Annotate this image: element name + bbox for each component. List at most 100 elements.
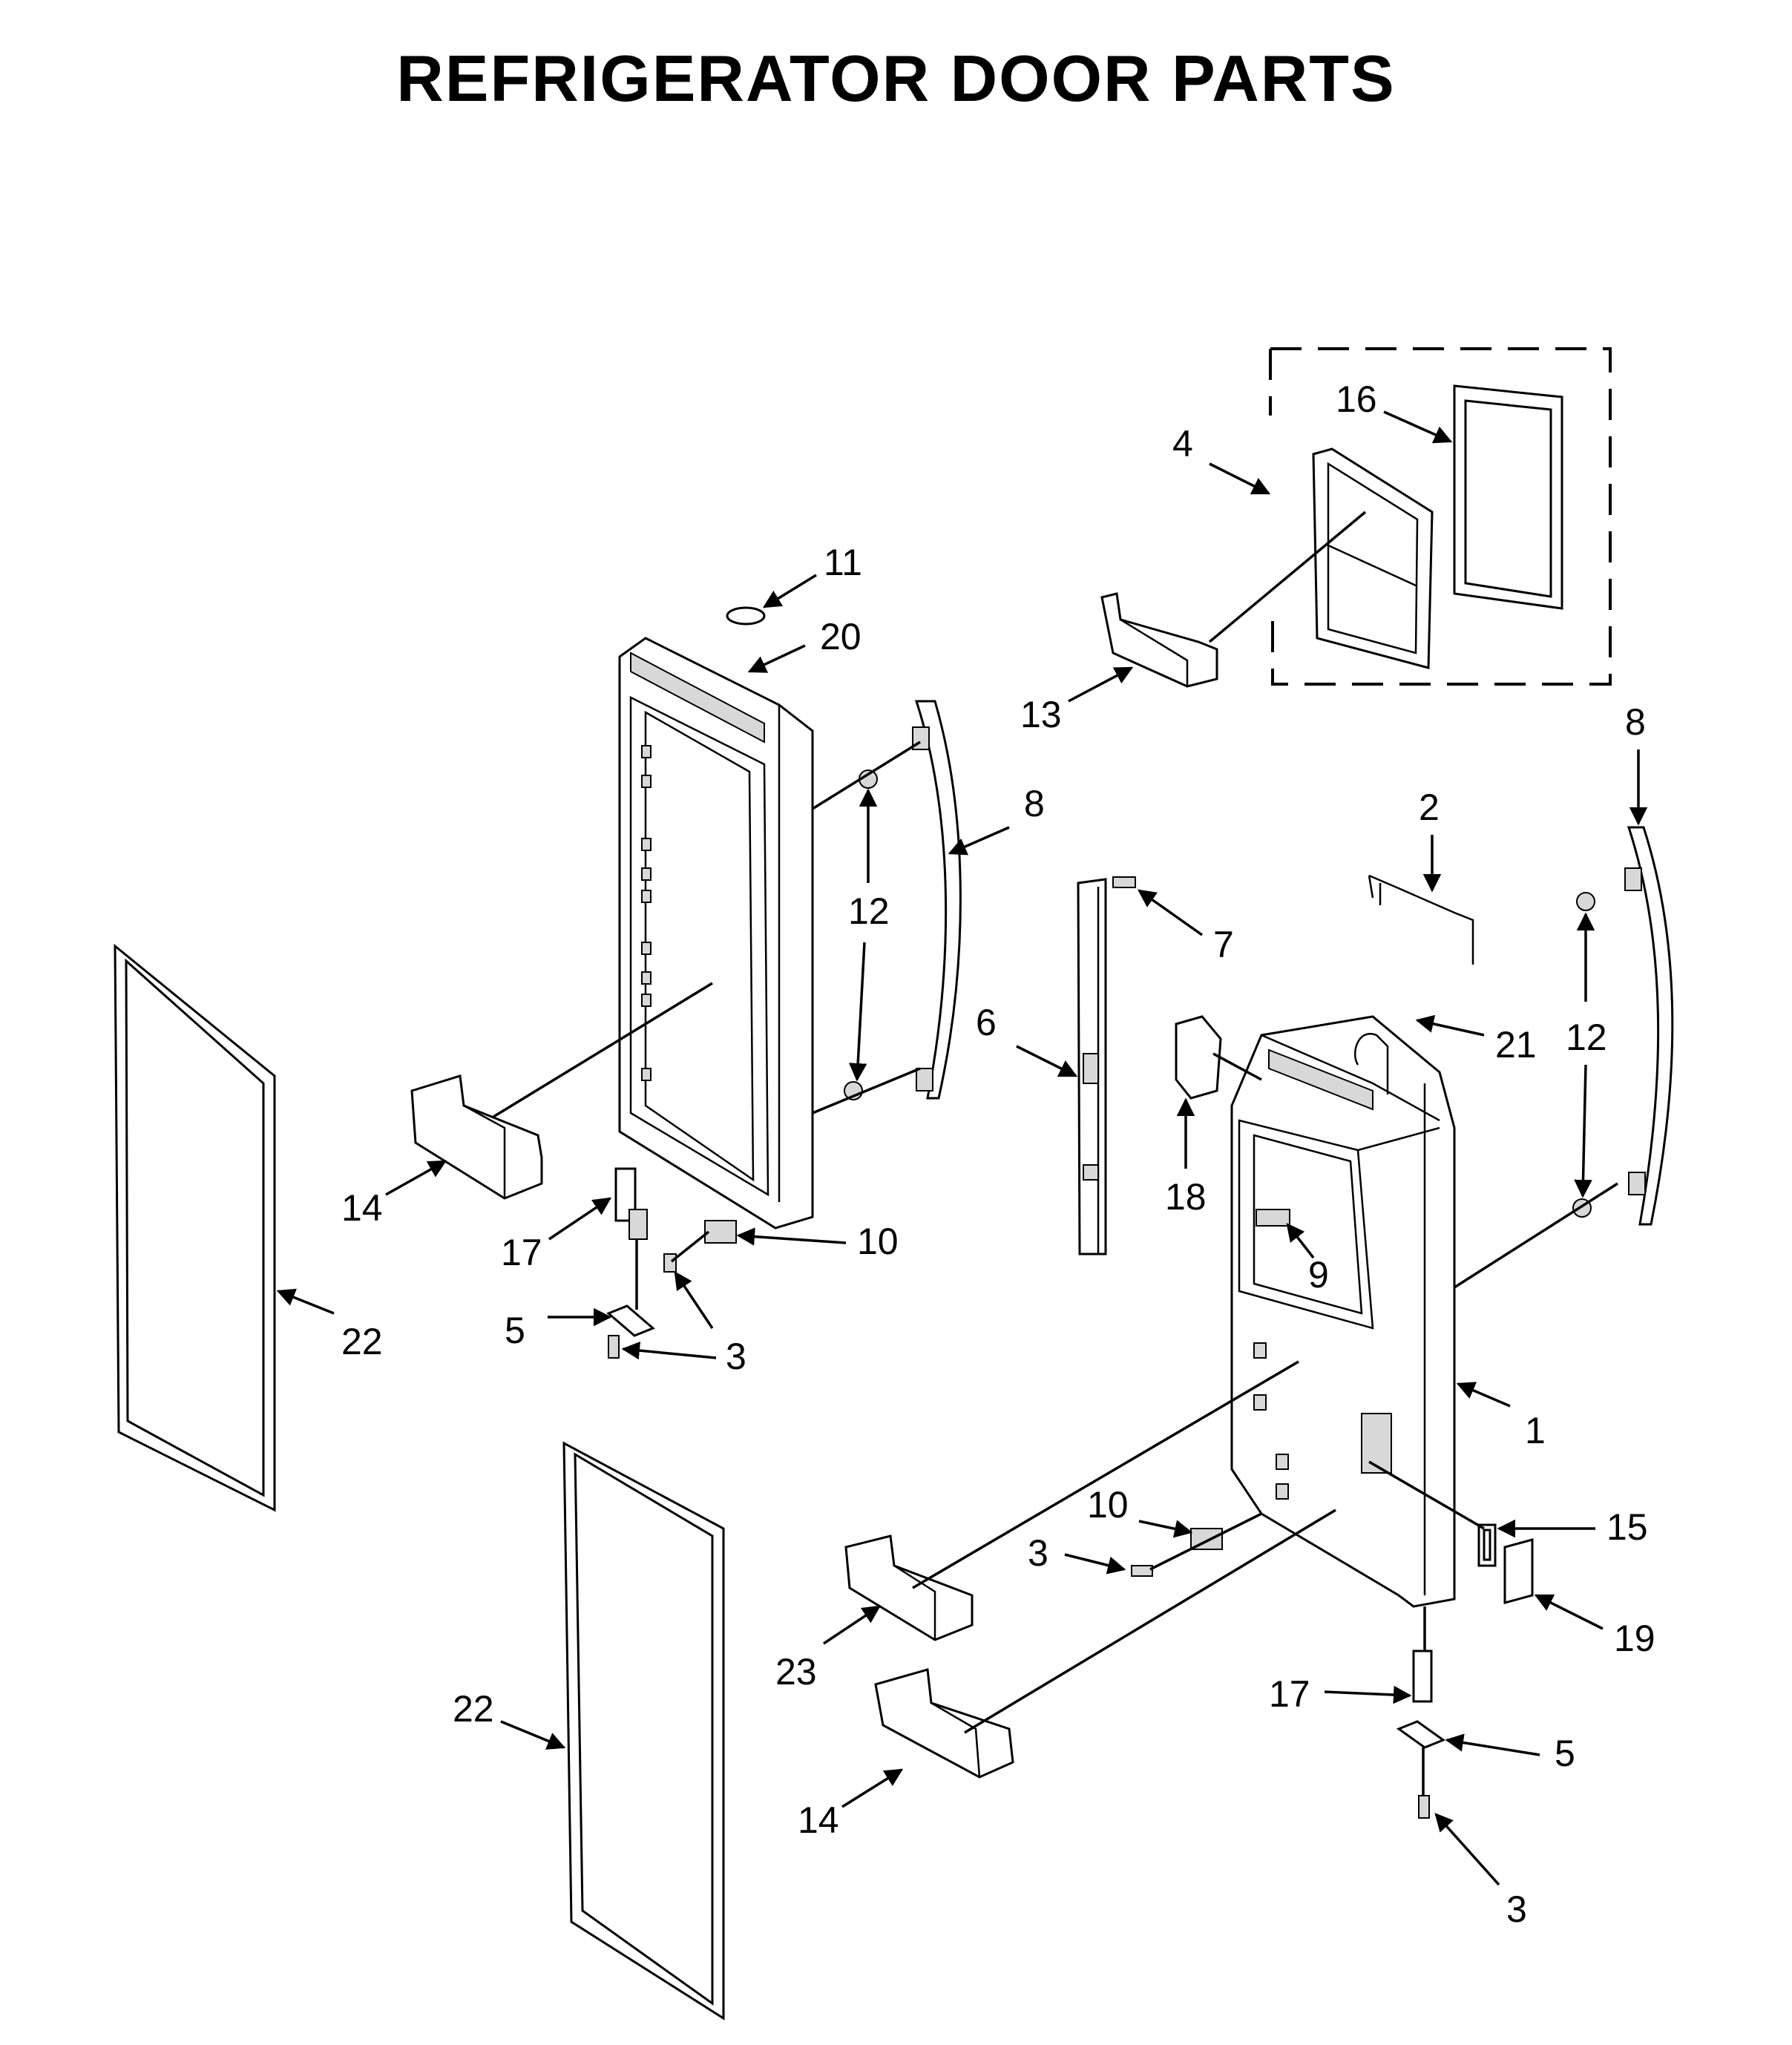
part-14-left-bin bbox=[410, 1074, 543, 1200]
leader-22b bbox=[500, 1720, 566, 1750]
callout-11: 11 bbox=[824, 542, 862, 583]
leader-1 bbox=[1456, 1382, 1511, 1408]
callout-3-right-bottom: 3 bbox=[1506, 1888, 1527, 1930]
part-17-right-hinge-pin bbox=[1412, 1650, 1433, 1703]
callout-3-center: 3 bbox=[1028, 1532, 1048, 1574]
part-11-cap bbox=[726, 606, 766, 626]
part-12-screw-top-right bbox=[1576, 892, 1595, 911]
connector-10-to-right-door bbox=[1149, 1512, 1262, 1571]
callout-8-left: 8 bbox=[1024, 783, 1045, 824]
callout-14-right: 14 bbox=[798, 1799, 839, 1841]
part-17-left-hinge-pin bbox=[614, 1167, 648, 1240]
connector-14-to-left-door bbox=[493, 982, 713, 1118]
leader-3b bbox=[674, 1270, 714, 1329]
callout-5-left: 5 bbox=[505, 1310, 525, 1351]
leader-4 bbox=[1209, 462, 1271, 495]
part-2-wire-harness bbox=[1368, 874, 1474, 965]
leader-21 bbox=[1415, 1014, 1485, 1037]
leader-3d bbox=[1064, 1553, 1126, 1575]
leader-7 bbox=[1137, 889, 1204, 936]
callout-10-left: 10 bbox=[857, 1221, 899, 1262]
callout-2: 2 bbox=[1419, 787, 1440, 828]
connector-15-to-right-door bbox=[1368, 1460, 1485, 1530]
leader-16 bbox=[1383, 410, 1453, 444]
part-14-right-bin bbox=[874, 1668, 1014, 1779]
part-3-right-screw-b bbox=[1418, 1795, 1430, 1819]
leader-22a bbox=[276, 1288, 335, 1315]
leader-12b-down bbox=[1574, 1064, 1592, 1198]
part-19-cover bbox=[1503, 1538, 1534, 1604]
part-23-door-bin bbox=[844, 1534, 974, 1641]
callout-10-center: 10 bbox=[1087, 1484, 1129, 1526]
leader-8a bbox=[948, 826, 1010, 856]
callout-7: 7 bbox=[1213, 924, 1234, 965]
callout-20: 20 bbox=[820, 616, 861, 657]
part-9-actuator bbox=[1256, 1209, 1290, 1227]
connector-handle-top-left bbox=[812, 741, 921, 810]
callout-14-left: 14 bbox=[341, 1187, 383, 1229]
part-10-right-stop bbox=[1190, 1528, 1223, 1550]
callout-13: 13 bbox=[1020, 694, 1062, 735]
leader-19 bbox=[1534, 1594, 1604, 1630]
leader-17b bbox=[1324, 1685, 1412, 1704]
leader-23 bbox=[823, 1605, 882, 1645]
connector-right-handle bbox=[1454, 1182, 1618, 1289]
part-5-right-hinge-bracket bbox=[1396, 1720, 1446, 1749]
callout-6: 6 bbox=[976, 1002, 997, 1043]
part-15-trim-bezel bbox=[1477, 1523, 1497, 1567]
part-22-left-gasket bbox=[114, 943, 276, 1512]
part-10-left-stop bbox=[704, 1220, 737, 1244]
part-16-gasket bbox=[1453, 384, 1563, 610]
callout-21: 21 bbox=[1495, 1024, 1537, 1066]
part-13-door-bin bbox=[1100, 592, 1218, 688]
part-5-left-hinge-bracket bbox=[606, 1304, 655, 1337]
leader-10b bbox=[1138, 1520, 1193, 1538]
left-door-assembly bbox=[618, 637, 814, 1230]
connector-23-to-right-door bbox=[912, 1360, 1299, 1589]
callout-8-right: 8 bbox=[1625, 701, 1646, 743]
callout-17-right: 17 bbox=[1269, 1673, 1310, 1715]
connector-18-to-right-door bbox=[1212, 1052, 1262, 1081]
callout-4: 4 bbox=[1172, 423, 1193, 465]
callout-22-left: 22 bbox=[341, 1321, 383, 1362]
part-4-frame bbox=[1312, 447, 1434, 669]
leader-17a bbox=[548, 1197, 612, 1241]
part-22-lower-gasket bbox=[562, 1441, 725, 2021]
part-1-right-door bbox=[1230, 1015, 1456, 1608]
callout-23: 23 bbox=[775, 1651, 817, 1693]
kit-dashed-box bbox=[1269, 347, 1612, 686]
callout-22-lower: 22 bbox=[453, 1688, 494, 1730]
part-3-right-screw-a bbox=[1131, 1565, 1153, 1577]
part-8-left-handle bbox=[912, 700, 962, 1100]
leader-14b bbox=[841, 1768, 904, 1808]
part-7-screw bbox=[1112, 876, 1136, 888]
leader-14a bbox=[385, 1160, 447, 1196]
leader-3c bbox=[1434, 1813, 1500, 1886]
leader-20 bbox=[747, 644, 806, 673]
page-title: REFRIGERATOR DOOR PARTS bbox=[396, 42, 1396, 115]
connector-left-stop bbox=[670, 1230, 710, 1263]
leader-5b bbox=[1445, 1733, 1540, 1756]
part-3-left-screw bbox=[608, 1335, 620, 1359]
leader-9 bbox=[1286, 1223, 1315, 1259]
leader-3a bbox=[621, 1341, 717, 1360]
callout-3-left-bottom: 3 bbox=[726, 1336, 746, 1377]
callout-12-right: 12 bbox=[1566, 1017, 1607, 1058]
leader-11 bbox=[762, 574, 817, 608]
callout-1: 1 bbox=[1525, 1410, 1546, 1451]
part-6-center-rail bbox=[1077, 878, 1107, 1255]
callout-5-right: 5 bbox=[1555, 1733, 1575, 1774]
leader-10a bbox=[736, 1227, 847, 1246]
callout-15: 15 bbox=[1606, 1506, 1648, 1548]
callout-9: 9 bbox=[1308, 1254, 1329, 1296]
callout-17-left: 17 bbox=[501, 1232, 542, 1273]
part-18-control-board bbox=[1175, 1015, 1222, 1100]
leader-12a-down bbox=[848, 942, 867, 1082]
part-8-right-handle bbox=[1624, 826, 1674, 1226]
callout-19: 19 bbox=[1614, 1618, 1655, 1659]
leader-6 bbox=[1016, 1045, 1078, 1077]
callout-18: 18 bbox=[1165, 1176, 1207, 1218]
part-3-left-screw-b bbox=[663, 1253, 677, 1273]
